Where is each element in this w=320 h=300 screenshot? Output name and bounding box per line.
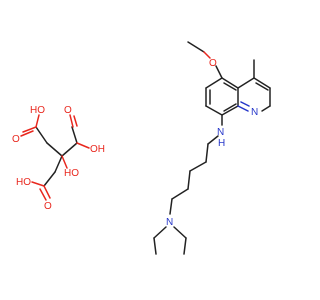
bond	[69, 114, 74, 128]
nitrogen-label: N	[166, 217, 173, 228]
bond	[215, 65, 223, 79]
bond	[237, 105, 249, 112]
quinoline-amine: O N N H N	[153, 41, 271, 255]
bond	[31, 181, 45, 187]
nitrogen-label: N	[217, 127, 224, 138]
bond	[43, 185, 51, 199]
bond	[189, 161, 207, 172]
bond	[205, 143, 209, 163]
bond	[153, 237, 157, 255]
bond	[39, 188, 47, 201]
bond	[183, 237, 187, 255]
hydroxyl-label: HO	[30, 105, 45, 116]
bond	[207, 135, 219, 145]
bond	[43, 171, 56, 187]
bond	[46, 142, 63, 157]
bond	[73, 115, 78, 127]
nitrogen-label: N	[251, 107, 258, 118]
bond	[187, 170, 191, 190]
bond	[171, 188, 189, 200]
hydroxyl-label: OH	[90, 144, 105, 155]
bond	[205, 105, 223, 116]
bond	[35, 114, 40, 128]
bond	[20, 130, 34, 137]
bond	[203, 51, 211, 59]
bond	[173, 226, 187, 239]
hydroxyl-label: HO	[64, 168, 79, 179]
bond	[169, 198, 173, 215]
bond	[255, 82, 269, 91]
bond	[54, 155, 63, 173]
bond	[35, 126, 48, 144]
bond	[61, 155, 68, 169]
hydroxyl-label: HO	[16, 177, 31, 188]
bond	[261, 105, 271, 112]
molecule-diagram: O OH HO O HO HO O	[12, 41, 271, 255]
citric-acid: O OH HO O HO HO O	[12, 105, 105, 212]
bond	[71, 126, 78, 144]
bond	[153, 226, 167, 239]
oxygen-label: O	[64, 105, 72, 116]
bond	[223, 103, 237, 112]
bond	[205, 77, 223, 89]
bond	[240, 101, 250, 107]
oxygen-label: O	[44, 201, 52, 212]
oxygen-label: O	[12, 134, 20, 145]
bond	[221, 77, 239, 89]
bond	[253, 77, 271, 89]
bond	[237, 77, 255, 89]
bond	[22, 126, 37, 133]
bond	[76, 142, 90, 149]
hydrogen-label: H	[218, 138, 225, 149]
bond	[221, 105, 239, 116]
bond	[61, 142, 78, 157]
oxygen-label: O	[209, 58, 217, 69]
bond	[187, 41, 205, 53]
bond	[223, 82, 237, 91]
